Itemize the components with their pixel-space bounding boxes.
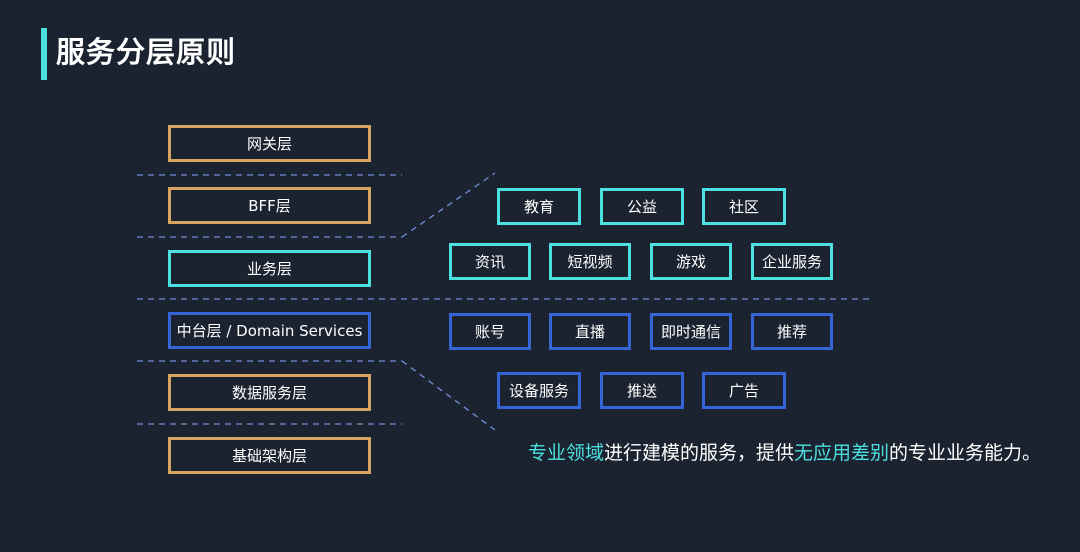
domain-item-label: 推荐 (776, 323, 807, 341)
business-item-games: 游戏 (650, 243, 732, 280)
domain-item-label: 账号 (474, 323, 505, 341)
layer-infrastructure-label: 基础架构层 (231, 447, 307, 465)
layer-bff-label: BFF层 (248, 197, 291, 215)
domain-item-ads: 广告 (702, 372, 786, 409)
domain-description: 专业领域进行建模的服务，提供无应用差别的专业业务能力。 (528, 438, 1041, 465)
layer-infrastructure: 基础架构层 (168, 437, 371, 474)
business-item-label: 社区 (728, 198, 759, 216)
layer-gateway: 网关层 (168, 125, 371, 162)
layer-business: 业务层 (168, 250, 371, 287)
business-item-community: 社区 (702, 188, 786, 225)
layer-data-services-label: 数据服务层 (231, 384, 307, 402)
connector-business (401, 172, 496, 238)
business-item-label: 游戏 (675, 253, 706, 271)
domain-item-label: 设备服务 (508, 382, 569, 400)
domain-item-label: 广告 (728, 382, 759, 400)
layer-business-label: 业务层 (246, 260, 292, 278)
layer-bff: BFF层 (168, 187, 371, 224)
business-item-label: 企业服务 (761, 253, 822, 271)
domain-item-label: 直播 (574, 323, 605, 341)
business-item-label: 公益 (626, 198, 657, 216)
business-item-short-video: 短视频 (549, 243, 631, 280)
domain-item-device: 设备服务 (497, 372, 581, 409)
domain-item-label: 推送 (626, 382, 657, 400)
business-item-label: 资讯 (474, 253, 505, 271)
business-item-charity: 公益 (600, 188, 684, 225)
domain-item-live: 直播 (549, 313, 631, 350)
business-item-label: 教育 (523, 198, 554, 216)
layer-domain-services-label: 中台层 / Domain Services (176, 322, 363, 340)
domain-item-account: 账号 (449, 313, 531, 350)
business-item-education: 教育 (497, 188, 581, 225)
layer-data-services: 数据服务层 (168, 374, 371, 411)
domain-item-label: 即时通信 (660, 323, 721, 341)
connector-domain (401, 360, 496, 431)
domain-item-im: 即时通信 (650, 313, 732, 350)
business-item-label: 短视频 (567, 253, 613, 271)
description-highlight-2: 无应用差别 (794, 442, 890, 464)
page-title: 服务分层原则 (56, 35, 237, 69)
layer-domain-services: 中台层 / Domain Services (168, 312, 371, 349)
description-highlight-1: 专业领域 (528, 442, 605, 464)
domain-item-recommend: 推荐 (751, 313, 833, 350)
title-accent-bar (41, 28, 47, 80)
business-item-news: 资讯 (449, 243, 531, 280)
description-text-1: 进行建模的服务，提供 (604, 442, 795, 464)
description-text-2: 的专业业务能力。 (889, 442, 1042, 464)
business-item-enterprise: 企业服务 (751, 243, 833, 280)
domain-item-push: 推送 (600, 372, 684, 409)
layer-gateway-label: 网关层 (246, 135, 292, 153)
